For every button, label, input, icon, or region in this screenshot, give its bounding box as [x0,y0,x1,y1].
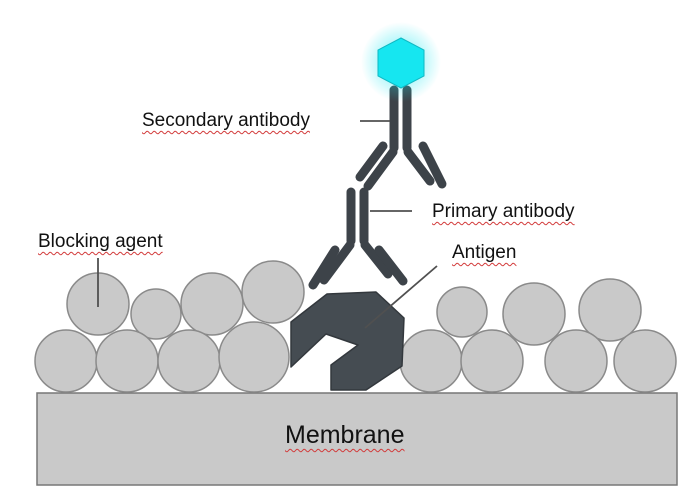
blocking-sphere [180,272,244,336]
blocking-sphere [130,288,182,340]
primary-antibody [308,187,408,290]
membrane [36,392,678,486]
antigen-label: Antigen [452,242,517,263]
blocking-sphere [544,329,608,393]
blocking-sphere [95,329,159,393]
leader-lines [97,120,438,329]
blocking-sphere [241,260,305,324]
blocking-sphere [502,282,566,346]
blocking-sphere [460,329,524,393]
blocking-agent-label: Blocking agent [38,231,163,252]
antigen-leader [364,265,438,329]
fluorophore-hexagon [377,37,425,89]
blocking-sphere [34,329,98,393]
secondary-antibody-label: Secondary antibody [142,110,310,131]
blocking-agent-spheres-front [34,321,677,393]
blocking-sphere [436,286,488,338]
blocking-sphere [578,278,642,342]
secondary-antibody [355,85,447,191]
blocking-sphere [399,329,463,393]
blocking-sphere [218,321,290,393]
blocking-sphere [613,329,677,393]
membrane-label: Membrane [285,421,405,449]
antigen-shape [290,291,405,391]
primary-antibody-label: Primary antibody [432,201,575,222]
blocking-sphere [157,329,221,393]
